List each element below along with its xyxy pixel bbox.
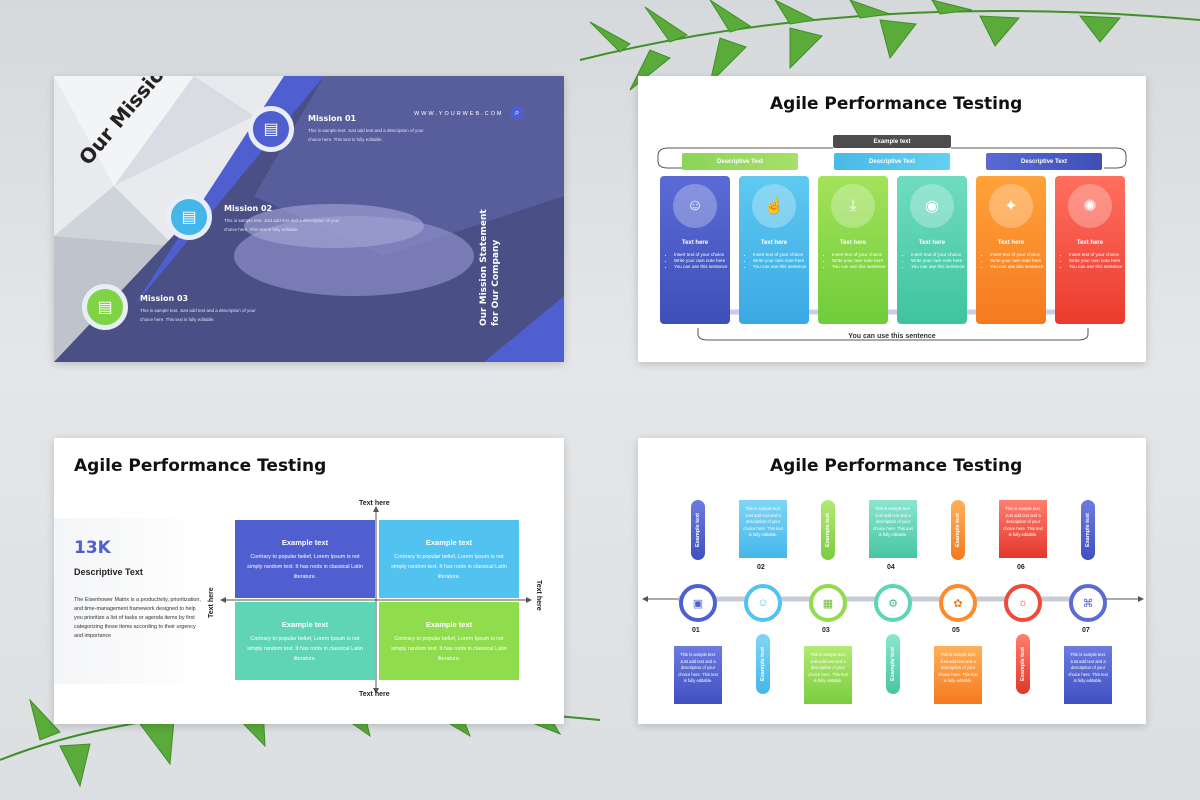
step-07-box: This is sample text. Just add text and a… bbox=[1064, 646, 1112, 704]
mission-02-badge: ▤ bbox=[166, 194, 212, 240]
descriptive-pill-3: Descriptive Text bbox=[986, 153, 1102, 170]
grid-hand-icon: ☝ bbox=[752, 184, 796, 228]
column-heading: Text here bbox=[760, 240, 788, 246]
step-07-number: 07 bbox=[1082, 627, 1090, 634]
slide-agile-columns[interactable]: Agile Performance Testing Example text D… bbox=[638, 76, 1146, 362]
step-03-node[interactable]: ▦ bbox=[809, 584, 847, 622]
step-07-pill: Example text bbox=[1081, 500, 1095, 560]
step-02-pill: Example text bbox=[756, 634, 770, 694]
column-6[interactable]: ✺ Text here Insert text of your choiceWr… bbox=[1055, 176, 1125, 324]
quadrant-text: Contrary to popular belief, Lorem Ipsum … bbox=[391, 636, 507, 662]
footer-sentence: You can use this sentence bbox=[848, 333, 936, 340]
quadrant-text: Contrary to popular belief, Lorem Ipsum … bbox=[247, 554, 363, 580]
step-04-pill: Example text bbox=[886, 634, 900, 694]
search-icon[interactable]: ⌕ bbox=[510, 106, 524, 120]
step-01-number: 01 bbox=[692, 627, 700, 634]
step-04-node[interactable]: ⚙ bbox=[874, 584, 912, 622]
stat-label: Descriptive Text bbox=[74, 567, 143, 577]
column-heading: Text here bbox=[1076, 240, 1104, 246]
stat-description: The Eisenhower Matrix is a productivity,… bbox=[74, 597, 201, 639]
slide-eisenhower-matrix[interactable]: Agile Performance Testing 13K Descriptiv… bbox=[54, 438, 564, 724]
quadrant-top-right[interactable]: Example text Contrary to popular belief,… bbox=[379, 520, 519, 598]
column-3[interactable]: ⤓ Text here Insert text of your choiceWr… bbox=[818, 176, 888, 324]
quadrant-title: Example text bbox=[425, 620, 473, 629]
axis-label-left: Text here bbox=[208, 587, 215, 618]
mission-01-title: Mission 01 bbox=[308, 114, 357, 123]
column-heading: Text here bbox=[997, 240, 1025, 246]
step-01-pill: Example text bbox=[691, 500, 705, 560]
meeting-icon: ☺ bbox=[673, 184, 717, 228]
step-05-number: 05 bbox=[952, 627, 960, 634]
step-02-node[interactable]: ☺ bbox=[744, 584, 782, 622]
descriptive-pill-1: Descriptive Text bbox=[682, 153, 798, 170]
column-bullets: Insert text of your choiceWrite your own… bbox=[903, 252, 967, 270]
column-bullets: Insert text of your choiceWrite your own… bbox=[1061, 252, 1125, 270]
slide-title: Agile Performance Testing bbox=[770, 456, 1023, 476]
column-5[interactable]: ✦ Text here Insert text of your choiceWr… bbox=[976, 176, 1046, 324]
mission-03-title: Mission 03 bbox=[140, 294, 189, 303]
slide-timeline[interactable]: Agile Performance Testing ▣ ☺ ▦ ⚙ ✿ ☼ ⌘ … bbox=[638, 438, 1146, 724]
step-06-box: This is sample text. Just add text and a… bbox=[999, 500, 1047, 558]
example-text-pill: Example text bbox=[833, 135, 951, 148]
bulb-idea-icon: ✦ bbox=[989, 184, 1033, 228]
hands-photo bbox=[54, 76, 564, 362]
website-url[interactable]: WWW.YOURWEB.COM bbox=[414, 111, 504, 117]
quadrant-title: Example text bbox=[281, 538, 329, 547]
stat-number: 13K bbox=[74, 538, 111, 558]
quadrant-bottom-right[interactable]: Example text Contrary to popular belief,… bbox=[379, 602, 519, 680]
axis-label-right: Text here bbox=[535, 580, 542, 611]
slide-title: Agile Performance Testing bbox=[770, 94, 1023, 114]
step-06-pill: Example text bbox=[1016, 634, 1030, 694]
quadrant-title: Example text bbox=[425, 538, 473, 547]
column-bullets: Insert text of your choiceWrite your own… bbox=[745, 252, 809, 270]
quadrant-title: Example text bbox=[281, 620, 329, 629]
quadrant-top-left[interactable]: Example text Contrary to popular belief,… bbox=[235, 520, 375, 598]
column-2[interactable]: ☝ Text here Insert text of your choiceWr… bbox=[739, 176, 809, 324]
step-05-pill: Example text bbox=[951, 500, 965, 560]
quadrant-text: Contrary to popular belief, Lorem Ipsum … bbox=[247, 636, 363, 662]
download-icon: ⤓ bbox=[831, 184, 875, 228]
mission-03-badge: ▤ bbox=[82, 284, 128, 330]
stat-panel bbox=[54, 518, 206, 684]
step-03-pill: Example text bbox=[821, 500, 835, 560]
step-05-node[interactable]: ✿ bbox=[939, 584, 977, 622]
step-07-node[interactable]: ⌘ bbox=[1069, 584, 1107, 622]
column-bullets: Insert text of your choiceWrite your own… bbox=[824, 252, 888, 270]
mission-01-text: This is sample text. Just add text and a… bbox=[308, 128, 424, 142]
step-05-box: This is sample text. Just add text and a… bbox=[934, 646, 982, 704]
mission-02-text: This is sample text. Just add text and a… bbox=[224, 218, 340, 232]
step-03-number: 03 bbox=[822, 627, 830, 634]
step-02-box: This is sample text. Just add text and a… bbox=[739, 500, 787, 558]
step-04-number: 04 bbox=[887, 564, 895, 571]
column-1[interactable]: ☺ Text here Insert text of your choiceWr… bbox=[660, 176, 730, 324]
step-06-number: 06 bbox=[1017, 564, 1025, 571]
step-01-box: This is sample text. Just add text and a… bbox=[674, 646, 722, 704]
eye-network-icon: ◉ bbox=[910, 184, 954, 228]
slide-our-mission[interactable]: Our Mission WWW.YOURWEB.COM ⌕ ▤ Mission … bbox=[54, 76, 564, 362]
column-heading: Text here bbox=[681, 240, 709, 246]
mission-02-title: Mission 02 bbox=[224, 204, 273, 213]
step-06-node[interactable]: ☼ bbox=[1004, 584, 1042, 622]
mission-statement: Our Mission Statement for Our Company bbox=[479, 209, 501, 326]
descriptive-pill-2: Descriptive Text bbox=[834, 153, 950, 170]
step-01-node[interactable]: ▣ bbox=[679, 584, 717, 622]
column-4[interactable]: ◉ Text here Insert text of your choiceWr… bbox=[897, 176, 967, 324]
quadrant-text: Contrary to popular belief, Lorem Ipsum … bbox=[391, 554, 507, 580]
step-03-box: This is sample text. Just add text and a… bbox=[804, 646, 852, 704]
matrix-axes bbox=[220, 506, 532, 694]
slide-title: Agile Performance Testing bbox=[74, 456, 327, 476]
column-heading: Text here bbox=[918, 240, 946, 246]
step-04-box: This is sample text. Just add text and a… bbox=[869, 500, 917, 558]
column-heading: Text here bbox=[839, 240, 867, 246]
axis-label-top: Text here bbox=[359, 500, 390, 507]
column-bullets: Insert text of your choiceWrite your own… bbox=[666, 252, 730, 270]
axis-label-bottom: Text here bbox=[359, 691, 390, 698]
mission-03-text: This is sample text. Just add text and a… bbox=[140, 308, 256, 322]
team-network-icon: ✺ bbox=[1068, 184, 1112, 228]
step-02-number: 02 bbox=[757, 564, 765, 571]
column-bullets: Insert text of your choiceWrite your own… bbox=[982, 252, 1046, 270]
mission-01-badge: ▤ bbox=[248, 106, 294, 152]
quadrant-bottom-left[interactable]: Example text Contrary to popular belief,… bbox=[235, 602, 375, 680]
